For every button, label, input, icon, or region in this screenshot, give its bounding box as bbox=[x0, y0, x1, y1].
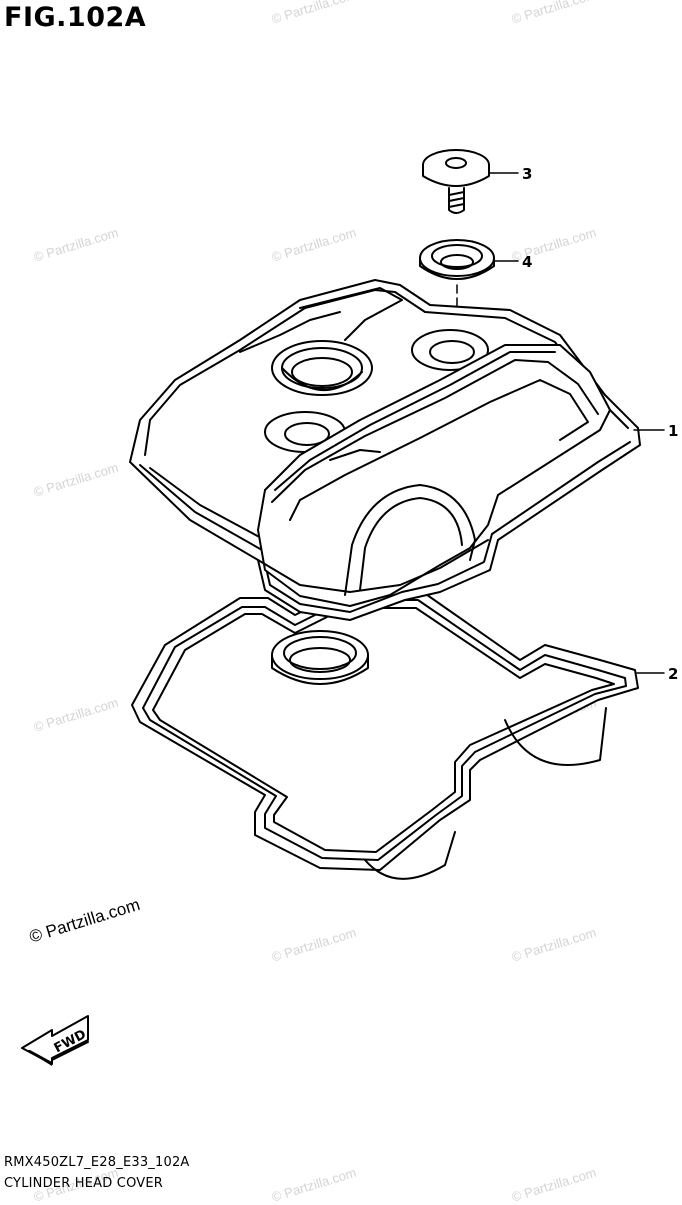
callout-label: 1 bbox=[668, 422, 678, 440]
cylinder-head-cover-part[interactable] bbox=[129, 279, 641, 621]
figure-name: CYLINDER HEAD COVER bbox=[4, 1176, 164, 1191]
callout-label: 3 bbox=[522, 165, 532, 183]
figure-code: RMX450ZL7_E28_E33_102A bbox=[4, 1155, 190, 1170]
fwd-arrow-icon bbox=[21, 1015, 89, 1066]
washer-seal-part[interactable] bbox=[419, 239, 495, 280]
figure-title: FIG.102A bbox=[4, 2, 147, 33]
gasket-part[interactable] bbox=[131, 589, 639, 880]
bolt-part[interactable] bbox=[422, 149, 490, 214]
callout-label: 4 bbox=[522, 253, 532, 271]
callout-label: 2 bbox=[668, 665, 678, 683]
